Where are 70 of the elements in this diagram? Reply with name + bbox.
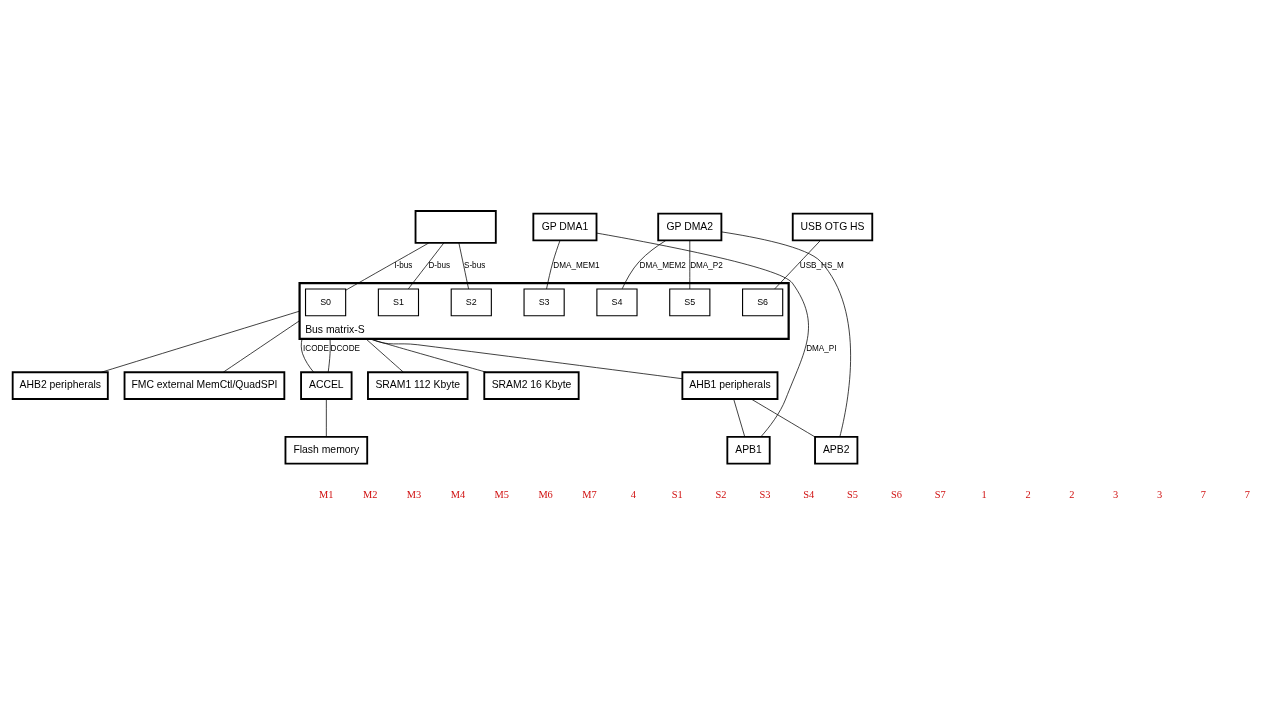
- node-box: SRAM2 16 Kbyte: [483, 371, 580, 400]
- label: 1: [981, 489, 987, 501]
- edge-label: DMA_PI: [806, 344, 837, 354]
- connector: [365, 338, 404, 373]
- node-box: AHB1 peripherals: [681, 371, 779, 400]
- connector: [721, 231, 851, 438]
- label: M2: [362, 489, 378, 501]
- node-box: USB OTG HS: [791, 212, 874, 242]
- connector: [325, 398, 327, 438]
- edge-label: DMA_P2: [690, 261, 723, 271]
- node-box: GP DMA2: [657, 212, 723, 242]
- connector: [546, 240, 561, 290]
- connector: [222, 320, 300, 373]
- label: M3: [406, 489, 422, 501]
- label: M7: [582, 489, 597, 501]
- label: M6: [538, 489, 553, 501]
- node-box: S0: [304, 288, 347, 317]
- label: S4: [803, 489, 815, 501]
- edge-label: DCODE: [330, 344, 361, 354]
- label: M5: [494, 489, 509, 501]
- connector: [733, 398, 746, 438]
- label: M4: [450, 489, 466, 501]
- node-box: GP DMA1: [532, 212, 598, 242]
- label: 7: [1200, 489, 1207, 501]
- connector: [327, 338, 331, 373]
- edge-label: DMA_MEM2: [639, 261, 686, 271]
- connector: [621, 240, 667, 290]
- label: S1: [671, 489, 683, 501]
- node-box: S3: [523, 288, 565, 317]
- edge-label: ICODE: [303, 344, 329, 354]
- node-box: APB1: [726, 436, 771, 465]
- node-box: S5: [669, 288, 711, 317]
- node-box: AHB2 peripherals: [11, 371, 109, 400]
- label: 2: [1025, 489, 1031, 501]
- edge-label: I-bus: [394, 261, 413, 271]
- edge-label: S-bus: [463, 261, 486, 271]
- connector: [408, 242, 445, 290]
- connector: [689, 240, 691, 290]
- connector: [458, 242, 469, 290]
- edge-label: D-bus: [428, 261, 451, 271]
- connector: [101, 310, 300, 373]
- node-box: S6: [742, 288, 784, 317]
- connector: [774, 240, 821, 290]
- label: 3: [1156, 489, 1163, 501]
- node-box: [414, 210, 497, 244]
- connector: [596, 232, 809, 438]
- edge-label: USB_HS_M: [799, 261, 844, 271]
- label: 2: [1069, 489, 1075, 501]
- node-box: APB2: [814, 436, 859, 465]
- connector: [369, 338, 683, 380]
- node-box: S2: [450, 288, 492, 317]
- node-box: Flash memory: [284, 436, 369, 465]
- connector: [345, 242, 430, 291]
- label: S7: [934, 489, 946, 501]
- node-box: ACCEL: [300, 371, 353, 400]
- node-box: S1: [377, 288, 420, 317]
- label: S3: [759, 489, 771, 501]
- edge-label: DMA_MEM1: [553, 261, 600, 271]
- node-box: S4: [596, 288, 638, 317]
- label: 4: [630, 489, 636, 501]
- label: 3: [1113, 489, 1119, 501]
- label: M1: [319, 489, 334, 501]
- node-box: SRAM1 112 Kbyte: [367, 371, 469, 400]
- connector: [751, 398, 816, 438]
- label: S6: [890, 489, 902, 501]
- connector: [300, 338, 314, 373]
- label: 7: [1244, 489, 1250, 501]
- label: S5: [847, 489, 859, 501]
- label: S2: [715, 489, 727, 501]
- node-box: FMC external MemCtl/QuadSPI: [123, 371, 286, 400]
